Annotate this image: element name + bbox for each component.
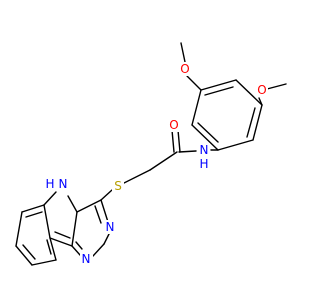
bond-ch2-s	[123, 169, 151, 184]
bond-benzo-5-inner	[46, 239, 52, 255]
bond-pyrrole-n5-c5a	[43, 191, 57, 206]
bond-methyl-upper	[180, 42, 186, 63]
bond-carbonyl-1	[171, 129, 175, 153]
bond-s-c4	[100, 189, 113, 201]
atom-o-methoxy-right: O	[256, 83, 268, 97]
bond-carbonyl-ch2	[149, 151, 178, 171]
atom-n-indole: N	[56, 177, 69, 191]
atom-h-amide-text: H	[199, 157, 208, 171]
atom-h-indole-text: H	[45, 177, 54, 191]
bonds	[15, 42, 287, 266]
bond-pyr-c2-n1	[92, 243, 105, 257]
atom-s-thioether: S	[112, 178, 124, 193]
bond-carbonyl-2	[177, 129, 181, 153]
bond-benzo-5	[49, 237, 57, 261]
bond-benzo-1	[21, 204, 45, 213]
bond-pyr-n1-c9b	[71, 245, 81, 256]
bond-pyr-c4-n3	[100, 199, 109, 223]
bond-o-upper-ring	[186, 75, 202, 91]
atom-n-pyrimidine-3-text: N	[106, 220, 115, 234]
bond-benzo-3	[15, 245, 33, 266]
atom-o-methoxy-right-text: O	[257, 83, 266, 97]
bond-pyrrole-c5a-c9a	[43, 204, 51, 239]
bond-ring-o-right	[258, 97, 263, 106]
atom-n-indole-text: N	[59, 177, 68, 191]
molecule-structure: O O O N H S N H	[15, 42, 287, 266]
bond-pyrrole-c9a-c9b-inner	[54, 231, 71, 239]
bond-ring-a-1-inner	[204, 86, 234, 96]
bond-n-carbonyl	[178, 150, 197, 153]
atom-o-carbonyl: O	[168, 118, 180, 132]
atom-n-pyrimidine-1-text: N	[82, 252, 91, 266]
bond-pyr-n1-c9b-inner	[75, 241, 83, 250]
atom-n-pyrimidine-3: N	[104, 220, 117, 234]
bond-benzo-3-inner	[22, 244, 36, 260]
bond-pyr-c4-n3-inner	[94, 205, 102, 224]
molecule-canvas: O O O N H S N H	[15, 42, 287, 266]
bond-ring-a-5	[191, 124, 219, 151]
bond-pyr-c4a-c4	[76, 199, 102, 213]
bond-pyrrole-c4a-n5	[67, 195, 78, 213]
bond-pyrrole-c9a-c9b	[49, 237, 73, 247]
atom-n-pyrimidine-1: N	[80, 252, 93, 266]
atom-labels: O O O N H S N H	[44, 62, 268, 266]
bond-pyr-c9b-c4a	[71, 211, 78, 247]
atom-o-carbonyl-text: O	[169, 118, 178, 132]
bond-benzo-1-inner	[25, 211, 43, 218]
atom-h-indole: H	[44, 177, 56, 191]
atom-s-thioether-text: S	[114, 179, 122, 193]
bond-ring-a-5-inner	[197, 122, 219, 143]
atom-o-methoxy-upper: O	[179, 62, 191, 76]
bond-ring-a-3	[252, 104, 263, 141]
atom-h-amide: H	[198, 157, 210, 171]
atom-n-amide: N	[197, 143, 210, 157]
atom-o-methoxy-upper-text: O	[180, 62, 189, 76]
bond-o-right-methyl	[266, 83, 287, 90]
bond-benzo-4	[31, 259, 57, 266]
atom-n-amide-text: N	[200, 143, 209, 157]
bond-ring-a-1	[200, 79, 237, 91]
bond-ring-a-6	[191, 89, 202, 126]
bond-benzo-2	[15, 211, 23, 247]
bond-ring-a-4	[217, 139, 254, 151]
bond-ring-a-3-inner	[246, 107, 256, 138]
bond-ring-a-2	[235, 79, 263, 106]
